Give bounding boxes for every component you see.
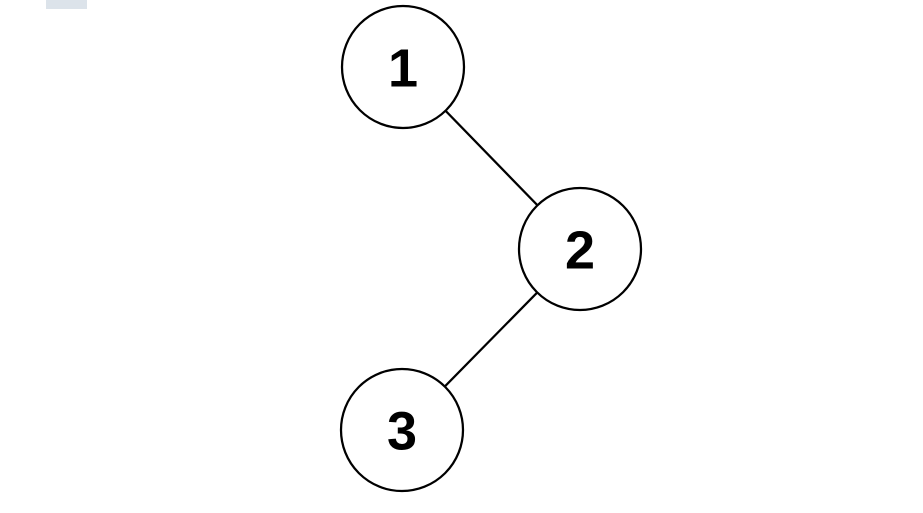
- tree-nodes-group: 1 2 3: [339, 4, 643, 493]
- tree-node-label-3: 3: [387, 401, 417, 461]
- scrollbar-fragment: [46, 0, 87, 9]
- tree-node-circle-1: [340, 4, 466, 130]
- tree-node-label-1: 1: [388, 38, 418, 98]
- tree-node-circle-3: [339, 367, 465, 493]
- tree-node-label-2: 2: [565, 220, 595, 280]
- tree-node-circle-2: [517, 186, 643, 312]
